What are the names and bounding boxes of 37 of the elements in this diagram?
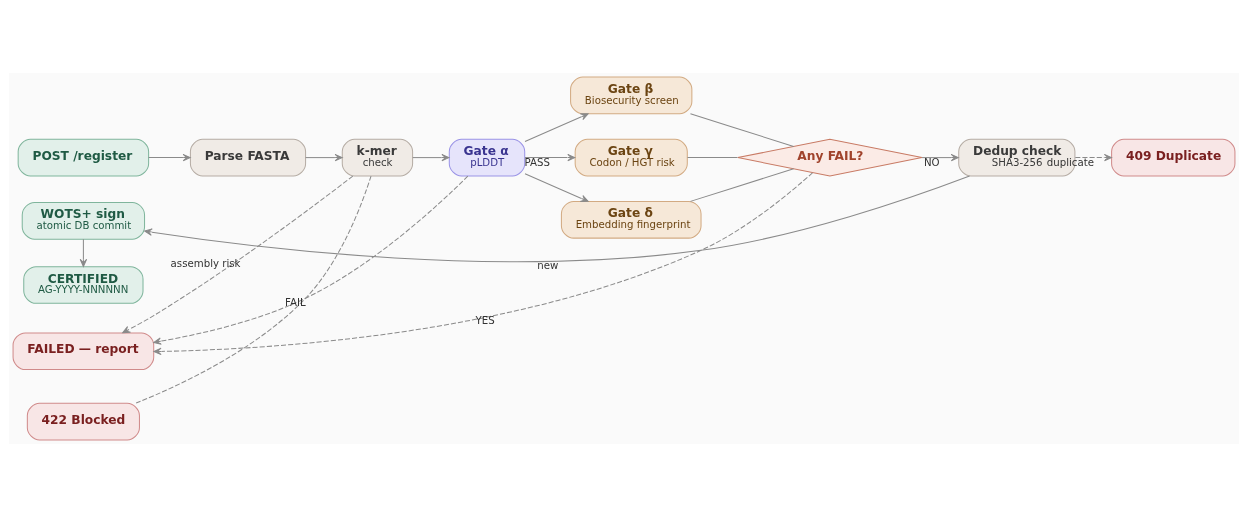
arrow xyxy=(524,112,589,142)
edge-label: FAIL xyxy=(285,296,306,308)
arrow xyxy=(412,153,450,161)
node-box: 409 Duplicate xyxy=(1111,138,1236,176)
node-box: Gate β Biosecurity screen xyxy=(570,76,693,114)
edge-label: NO xyxy=(924,156,940,168)
connector xyxy=(689,167,795,202)
node-box: Gate γ Codon / HGT risk xyxy=(574,138,688,176)
arrow xyxy=(153,175,469,345)
arrow xyxy=(524,172,589,202)
node-box: Parse FASTA xyxy=(189,138,307,176)
arrow xyxy=(153,171,813,355)
node-box: Gate α pLDDT xyxy=(448,138,526,176)
edge-label: new xyxy=(537,259,559,271)
arrow xyxy=(305,153,343,161)
node-diamond: Any FAIL? xyxy=(737,138,923,176)
node-box: 422 Blocked xyxy=(26,402,140,440)
edge-label: YES xyxy=(475,314,495,326)
connector xyxy=(687,156,739,158)
arrow xyxy=(144,174,971,262)
edge-label: assembly risk xyxy=(170,257,241,269)
edge-label: PASS xyxy=(524,156,550,168)
arrow xyxy=(122,175,354,333)
connector xyxy=(689,112,795,147)
arrow xyxy=(79,238,88,267)
node-box: k-mer check xyxy=(341,138,414,176)
arrow xyxy=(148,153,191,161)
node-box: FAILED — report xyxy=(12,331,155,370)
node-box: WOTS+ sign atomic DB commit xyxy=(21,201,146,240)
arrow xyxy=(1074,153,1113,161)
edge-label: duplicate xyxy=(1046,156,1094,168)
connector xyxy=(135,175,372,404)
arrow xyxy=(524,153,576,161)
node-box: CERTIFIED AG-YYYY-NNNNNN xyxy=(23,265,144,304)
node-box: POST /register xyxy=(17,138,150,176)
arrow xyxy=(921,153,959,161)
node-box: Gate δ Embedding fingerprint xyxy=(560,200,702,239)
